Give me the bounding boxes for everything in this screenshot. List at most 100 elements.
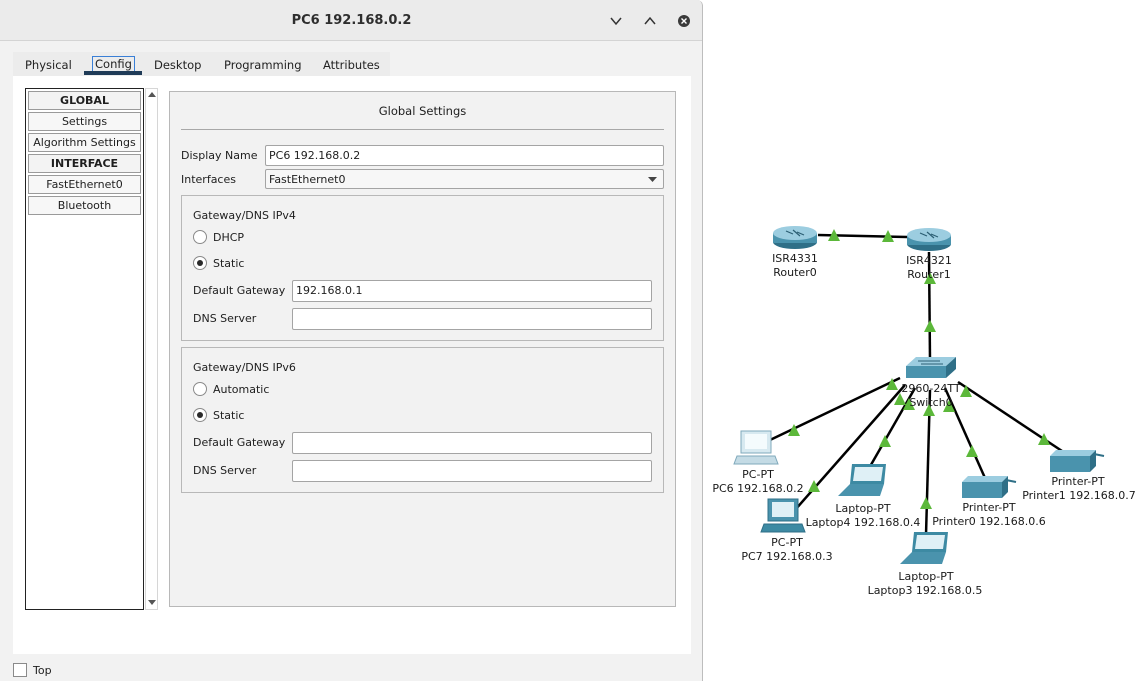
automatic-radio[interactable] xyxy=(193,382,207,396)
ipv6-group: Gateway/DNS IPv6 Automatic Static Defaul… xyxy=(181,347,664,493)
top-checkbox-label: Top xyxy=(33,664,52,677)
ipv4-gateway-field[interactable]: 192.168.0.1 xyxy=(292,280,652,302)
panel-title: Global Settings xyxy=(378,104,467,118)
device-config-window: PC6 192.168.0.2 Physical Config Desktop … xyxy=(0,0,703,681)
laptop3-name-label: Laptop3 192.168.0.5 xyxy=(867,584,983,597)
tab-config[interactable]: Config xyxy=(92,56,135,79)
laptop3-type-label: Laptop-PT xyxy=(898,570,954,583)
static-radio-ipv6-label: Static xyxy=(213,409,245,422)
printer1-type-label: Printer-PT xyxy=(1051,475,1105,488)
router1-icon[interactable] xyxy=(907,228,951,251)
chevron-down-icon xyxy=(610,17,622,26)
pc6-icon[interactable] xyxy=(733,430,779,465)
printer0-name-label: Printer0 192.168.0.6 xyxy=(932,515,1046,528)
chevron-up-icon xyxy=(644,16,656,25)
link-up-icon xyxy=(943,400,955,412)
pc7-icon[interactable] xyxy=(760,498,806,533)
ipv4-group-title: Gateway/DNS IPv4 xyxy=(193,209,296,222)
link-up-icon xyxy=(828,229,840,241)
sidebar-item-bluetooth[interactable]: Bluetooth xyxy=(28,196,141,215)
link-up-icon xyxy=(808,480,820,492)
switch0-type-label: 2960-24TT xyxy=(901,382,961,395)
laptop3-icon[interactable] xyxy=(900,532,948,564)
link-up-icon xyxy=(960,385,972,397)
link-switch0-printer0[interactable] xyxy=(943,387,987,479)
scroll-up-icon[interactable] xyxy=(148,92,156,97)
minimize-button[interactable] xyxy=(606,11,626,31)
link-up-icon xyxy=(788,424,800,436)
tab-attributes[interactable]: Attributes xyxy=(323,58,380,72)
sidebar-header-global[interactable]: GLOBAL xyxy=(28,91,141,110)
tab-programming[interactable]: Programming xyxy=(224,58,302,72)
static-radio-ipv4-label: Static xyxy=(213,257,245,270)
laptop4-name-label: Laptop4 192.168.0.4 xyxy=(805,516,921,529)
radio-selected-dot xyxy=(197,260,203,266)
sidebar-item-algorithm-settings[interactable]: Algorithm Settings xyxy=(28,133,141,152)
pc7-type-label: PC-PT xyxy=(771,536,803,549)
tab-desktop[interactable]: Desktop xyxy=(154,58,202,72)
dhcp-radio-label: DHCP xyxy=(213,231,245,244)
ipv6-dns-label: DNS Server xyxy=(193,464,257,477)
printer0-icon[interactable] xyxy=(962,476,1017,498)
topology-drawing xyxy=(733,226,1105,564)
global-settings-panel: Global Settings Display Name PC6 192.168… xyxy=(169,91,676,607)
ipv4-group: Gateway/DNS IPv4 DHCP Static Default Gat… xyxy=(181,195,664,341)
interfaces-label: Interfaces xyxy=(181,173,236,186)
laptop4-icon[interactable] xyxy=(838,464,886,496)
router0-name-label: Router0 xyxy=(773,266,817,279)
ipv6-group-title: Gateway/DNS IPv6 xyxy=(193,361,296,374)
router0-icon[interactable] xyxy=(773,226,817,249)
link-router1-switch0[interactable] xyxy=(927,251,932,361)
printer1-icon[interactable] xyxy=(1050,450,1105,472)
static-radio-ipv4[interactable] xyxy=(193,256,207,270)
link-up-icon xyxy=(894,393,906,405)
link-switch0-pc6[interactable] xyxy=(769,376,901,442)
sidebar-scrollbar[interactable] xyxy=(145,88,158,610)
link-up-icon xyxy=(882,230,894,242)
display-name-label: Display Name xyxy=(181,149,258,162)
dhcp-radio[interactable] xyxy=(193,230,207,244)
maximize-button[interactable] xyxy=(640,11,660,31)
router1-name-label: Router1 xyxy=(907,268,951,281)
pc6-name-label: PC6 192.168.0.2 xyxy=(712,482,804,495)
window-title: PC6 192.168.0.2 xyxy=(291,13,412,28)
window-footer xyxy=(0,654,702,681)
sidebar-header-interface[interactable]: INTERFACE xyxy=(28,154,141,173)
display-name-field[interactable]: PC6 192.168.0.2 xyxy=(265,145,664,166)
ipv4-gateway-label: Default Gateway xyxy=(193,284,286,297)
link-up-icon xyxy=(879,435,891,447)
config-sidebar: GLOBAL Settings Algorithm Settings INTER… xyxy=(25,88,144,610)
link-up-icon xyxy=(924,272,936,284)
link-up-icon xyxy=(886,378,898,390)
tab-config-label: Config xyxy=(92,56,135,72)
printer1-name-label: Printer1 192.168.0.7 xyxy=(1022,489,1136,502)
ipv6-gateway-field[interactable] xyxy=(292,432,652,454)
top-checkbox[interactable] xyxy=(13,663,27,677)
interfaces-select[interactable]: FastEthernet0 xyxy=(265,169,664,189)
tab-physical[interactable]: Physical xyxy=(25,58,72,72)
link-status-indicators xyxy=(788,229,1050,509)
switch0-name-label: Switch0 xyxy=(909,396,953,409)
link-up-icon xyxy=(1038,433,1050,445)
radio-selected-dot xyxy=(197,412,203,418)
laptop4-type-label: Laptop-PT xyxy=(835,502,891,515)
link-switch0-printer1[interactable] xyxy=(957,380,1066,455)
pc6-type-label: PC-PT xyxy=(742,468,774,481)
link-up-icon xyxy=(920,497,932,509)
ipv4-dns-field[interactable] xyxy=(292,308,652,330)
close-icon xyxy=(678,15,690,27)
ipv6-dns-field[interactable] xyxy=(292,460,652,482)
close-button[interactable] xyxy=(674,11,694,31)
link-up-icon xyxy=(903,398,915,410)
pc7-name-label: PC7 192.168.0.3 xyxy=(741,550,833,563)
router1-type-label: ISR4321 xyxy=(906,254,952,267)
switch0-icon[interactable] xyxy=(906,357,956,378)
sidebar-item-settings[interactable]: Settings xyxy=(28,112,141,131)
divider xyxy=(181,129,664,130)
scroll-down-icon[interactable] xyxy=(148,600,156,605)
static-radio-ipv6[interactable] xyxy=(193,408,207,422)
window-titlebar[interactable]: PC6 192.168.0.2 xyxy=(0,0,702,41)
link-up-icon xyxy=(966,445,978,457)
sidebar-item-fastethernet0[interactable]: FastEthernet0 xyxy=(28,175,141,194)
